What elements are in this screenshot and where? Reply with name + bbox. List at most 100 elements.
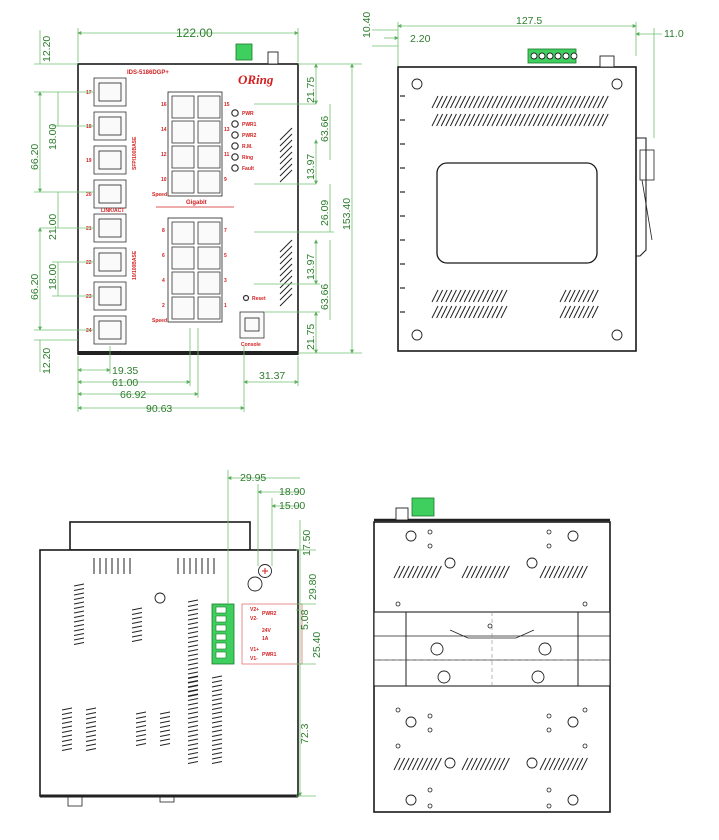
vent-slot (61, 716, 73, 720)
vent-slot (470, 757, 478, 771)
top-body-slots (61, 583, 223, 764)
svg-text:17: 17 (86, 90, 92, 96)
vent-slot (159, 711, 171, 715)
vent-slot (187, 684, 199, 688)
rear-top-terminal (411, 497, 435, 517)
vent-slot (449, 95, 457, 109)
terminal-v2minus: V2- (250, 616, 258, 622)
vent-slot (470, 565, 478, 579)
vent-slot (135, 738, 147, 742)
sfp-port-17[interactable]: 17 (86, 77, 127, 107)
vent-slot (582, 289, 590, 303)
sfp-port-24[interactable]: 24 (86, 315, 127, 345)
terminal-v1minus: V1- (250, 656, 258, 662)
dim-5-08: 5.08 (299, 609, 311, 630)
vent-slot (532, 113, 540, 127)
dim-25-40: 25.40 (311, 632, 323, 658)
vent-slot (463, 289, 471, 303)
vent-slot (493, 565, 501, 579)
vent-slot (85, 730, 97, 733)
vent-slot (187, 626, 199, 630)
vent-slot (135, 743, 147, 746)
side-left-edge-marks (400, 95, 405, 313)
vent-slot (564, 305, 572, 319)
vent-slot (421, 565, 429, 579)
vent-slot (587, 305, 595, 319)
vent-slot (211, 729, 223, 733)
power-terminal-block[interactable] (211, 603, 235, 665)
top-bottom-clips (67, 795, 175, 807)
vent-slot (187, 756, 199, 760)
vent-slot (461, 565, 469, 579)
upper-rj45-ports[interactable] (171, 95, 221, 194)
vent-slot (482, 289, 490, 303)
sfp-port-20[interactable]: 20 (86, 179, 127, 209)
vent-slot (159, 725, 171, 728)
vent-slot (430, 757, 438, 771)
port-15-label: 15 (224, 102, 230, 108)
vent-slot (445, 113, 453, 127)
vent-slot (211, 711, 223, 715)
vent-slot (454, 113, 462, 127)
rear-top-screw (395, 507, 409, 521)
vent-slot (591, 305, 599, 319)
lower-rj45-ports[interactable] (171, 221, 221, 320)
vent-slot (509, 113, 517, 127)
svg-text:22: 22 (86, 260, 92, 266)
dim-26-09: 26.09 (319, 200, 331, 226)
dim-19-35: 19.35 (112, 365, 138, 377)
vent-slot (477, 113, 485, 127)
vent-slot (440, 289, 448, 303)
vent-slot (187, 738, 199, 742)
port-9-label: 9 (224, 177, 227, 183)
vent-slot (491, 113, 499, 127)
vent-slot (482, 95, 490, 109)
vent-slot (578, 113, 586, 127)
vent-slot (557, 757, 565, 771)
vent-slot (449, 289, 457, 303)
vent-slot (459, 113, 467, 127)
vent-slot (486, 305, 494, 319)
vent-slot (468, 95, 476, 109)
model-label: IDS-5186DGP+ (127, 70, 169, 76)
reset-button[interactable] (242, 294, 250, 302)
terminal-pwr1: PWR1 (262, 652, 277, 658)
speed-label-lower: Speed (152, 318, 167, 324)
vent-slot (73, 642, 85, 645)
rear-vents (393, 565, 588, 771)
vent-slot (587, 95, 595, 109)
vent-slot (187, 747, 199, 751)
dim-29-95: 29.95 (240, 472, 266, 484)
top-screw-b (247, 576, 263, 592)
vent-slot (484, 757, 492, 771)
vent-slot (211, 761, 223, 764)
sfp-port-18[interactable]: 18 (86, 111, 127, 141)
sfp-port-19[interactable]: 19 (86, 145, 127, 175)
sfp-port-23[interactable]: 23 (86, 281, 127, 311)
side-screw-tr (611, 78, 623, 90)
vent-slot (449, 305, 457, 319)
vent-slot (211, 756, 223, 760)
vent-slot (548, 565, 556, 579)
lower-block-frame (167, 217, 223, 323)
port-2-label: 2 (162, 303, 165, 309)
vent-slot (407, 757, 415, 771)
console-port[interactable] (239, 311, 265, 339)
vent-slot (518, 95, 526, 109)
dim-13-97-top: 13.97 (305, 154, 317, 180)
svg-text:Ring: Ring (242, 155, 253, 161)
sfp-port-22[interactable]: 22 (86, 247, 127, 277)
vent-slot (211, 743, 223, 746)
port-14-label: 14 (161, 127, 167, 133)
vent-slot (187, 675, 199, 679)
terminal-24v: 24V (262, 628, 272, 634)
vent-slot (440, 305, 448, 319)
vent-slot (495, 289, 503, 303)
vent-slot (211, 747, 223, 751)
vent-slot (463, 95, 471, 109)
vent-slot (463, 305, 471, 319)
svg-text:19: 19 (86, 158, 92, 164)
vent-slot (131, 607, 143, 611)
vent-slot (569, 113, 577, 127)
vent-slot (61, 707, 73, 711)
